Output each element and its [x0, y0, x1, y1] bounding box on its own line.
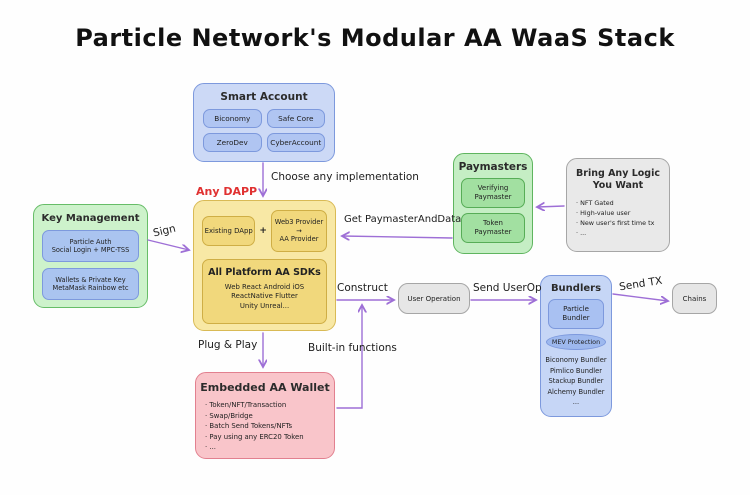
- sdks-title: All Platform AA SDKs: [208, 267, 321, 278]
- smart-account-item-biconomy: Biconomy: [203, 109, 262, 128]
- smart-account-box: Smart Account Biconomy Safe Core ZeroDev…: [193, 83, 335, 162]
- embedded-wallet-item: Token/NFT/Transaction: [205, 400, 328, 411]
- bundler-item: Biconomy Bundler: [545, 356, 607, 364]
- arrow-down-glyph: →: [296, 226, 302, 235]
- token-paymaster-line1: Token: [483, 219, 503, 228]
- bring-logic-item: New user's first time tx: [576, 218, 663, 228]
- sdks-line2: ReactNative Flutter: [231, 292, 298, 301]
- key-management-title: Key Management: [41, 213, 140, 224]
- particle-bundler-line1: Particle: [563, 305, 589, 314]
- embedded-wallet-title: Embedded AA Wallet: [200, 381, 330, 394]
- particle-auth-line2: Social Login + MPC-TSS: [51, 246, 130, 254]
- particle-bundler-line2: Bundler: [562, 314, 590, 322]
- smart-account-grid: Biconomy Safe Core ZeroDev CyberAccount: [203, 109, 325, 152]
- key-management-box: Key Management Particle Auth Social Logi…: [33, 204, 148, 308]
- particle-bundler-chip: Particle Bundler: [548, 299, 604, 329]
- plus-sign: +: [259, 226, 267, 236]
- smart-account-item-zerodev: ZeroDev: [203, 133, 262, 152]
- embedded-wallet-item: ...: [205, 442, 328, 453]
- paymasters-box: Paymasters Verifying Paymaster Token Pay…: [453, 153, 533, 254]
- label-get-paymasteranddata: Get PaymasterAndData: [344, 214, 462, 225]
- bring-logic-item: High-value user: [576, 208, 663, 218]
- bring-logic-title-line1: Bring Any Logic: [576, 168, 660, 179]
- bundler-item: Pimlico Bundler: [550, 366, 602, 375]
- any-dapp-label: Any DAPP: [196, 185, 258, 198]
- arrow-send-tx: [612, 293, 668, 301]
- token-paymaster-chip: Token Paymaster: [461, 213, 525, 243]
- all-platform-sdks-box: All Platform AA SDKs Web React Android i…: [202, 259, 327, 324]
- any-dapp-box: Existing DApp + Web3 Provider → AA Provi…: [193, 200, 336, 331]
- mev-protection-chip: MEV Protection: [546, 334, 606, 350]
- smart-account-item-cyberaccount: CyberAccount: [266, 133, 325, 152]
- bundlers-list: Biconomy Bundler Pimlico Bundler Stackup…: [541, 355, 611, 408]
- arrow-bring-logic-to-paymaster: [537, 206, 565, 207]
- arrow-get-paymasteranddata: [342, 236, 453, 238]
- sdks-line1: Web React Android iOS: [224, 282, 305, 291]
- bring-logic-box: Bring Any Logic You Want NFT Gated High-…: [566, 158, 670, 252]
- label-send-tx: Send TX: [618, 274, 664, 294]
- label-built-in-functions: Built-in functions: [308, 342, 397, 354]
- smart-account-item-safe-core: Safe Core: [266, 109, 325, 128]
- web3-provider-line3: AA Provider: [279, 235, 319, 244]
- label-construct: Construct: [337, 282, 388, 294]
- bundler-item: ...: [572, 398, 580, 406]
- particle-auth-line1: Particle Auth: [69, 237, 112, 246]
- verifying-paymaster-line2: Paymaster: [474, 193, 512, 201]
- key-management-item-wallets: Wallets & Private Key MetaMask Rainbow e…: [42, 268, 139, 300]
- token-paymaster-line2: Paymaster: [474, 228, 512, 236]
- arrow-built-in-functions: [336, 305, 362, 409]
- label-send-userop: Send UserOp: [473, 282, 542, 294]
- bundlers-box: Bundlers Particle Bundler MEV Protection…: [540, 275, 612, 417]
- embedded-aa-wallet-box: Embedded AA Wallet Token/NFT/Transaction…: [195, 372, 335, 459]
- existing-dapp-chip: Existing DApp: [202, 216, 256, 246]
- web3-provider-line1: Web3 Provider: [274, 218, 324, 227]
- wallets-line2: MetaMask Rainbow etc: [52, 284, 129, 292]
- label-plug-play: Plug & Play: [198, 339, 258, 351]
- bundler-item: Alchemy Bundler: [547, 387, 605, 396]
- bring-logic-list: NFT Gated High-value user New user's fir…: [567, 198, 669, 238]
- wallets-line1: Wallets & Private Key: [55, 275, 126, 284]
- user-operation-node: User Operation: [398, 283, 470, 314]
- any-dapp-top-row: Existing DApp + Web3 Provider → AA Provi…: [202, 210, 327, 252]
- smart-account-title: Smart Account: [220, 91, 308, 103]
- bring-logic-title-line2: You Want: [592, 179, 644, 191]
- paymasters-title: Paymasters: [458, 161, 528, 173]
- embedded-wallet-item: Batch Send Tokens/NFTs: [205, 421, 328, 432]
- chains-node: Chains: [672, 283, 717, 314]
- label-sign: Sign: [151, 222, 177, 240]
- arrow-sign: [147, 239, 189, 250]
- embedded-wallet-item: Pay using any ERC20 Token: [205, 432, 328, 443]
- diagram-title: Particle Network's Modular AA WaaS Stack: [75, 24, 675, 52]
- label-choose-implementation: Choose any implementation: [271, 171, 419, 183]
- web3-provider-chip: Web3 Provider → AA Provider: [270, 210, 327, 252]
- bring-logic-item: NFT Gated: [576, 198, 663, 208]
- verifying-paymaster-line1: Verifying: [477, 184, 509, 193]
- sdks-line3: Unity Unreal...: [239, 301, 290, 310]
- bring-logic-title: Bring Any Logic You Want: [567, 168, 669, 192]
- bundler-item: Stackup Bundler: [548, 377, 604, 385]
- key-management-item-particle-auth: Particle Auth Social Login + MPC-TSS: [42, 230, 139, 262]
- bundlers-title: Bundlers: [550, 283, 602, 294]
- embedded-wallet-item: Swap/Bridge: [205, 411, 328, 422]
- bring-logic-item: ...: [576, 228, 663, 238]
- embedded-wallet-list: Token/NFT/Transaction Swap/Bridge Batch …: [196, 400, 334, 453]
- verifying-paymaster-chip: Verifying Paymaster: [461, 178, 525, 208]
